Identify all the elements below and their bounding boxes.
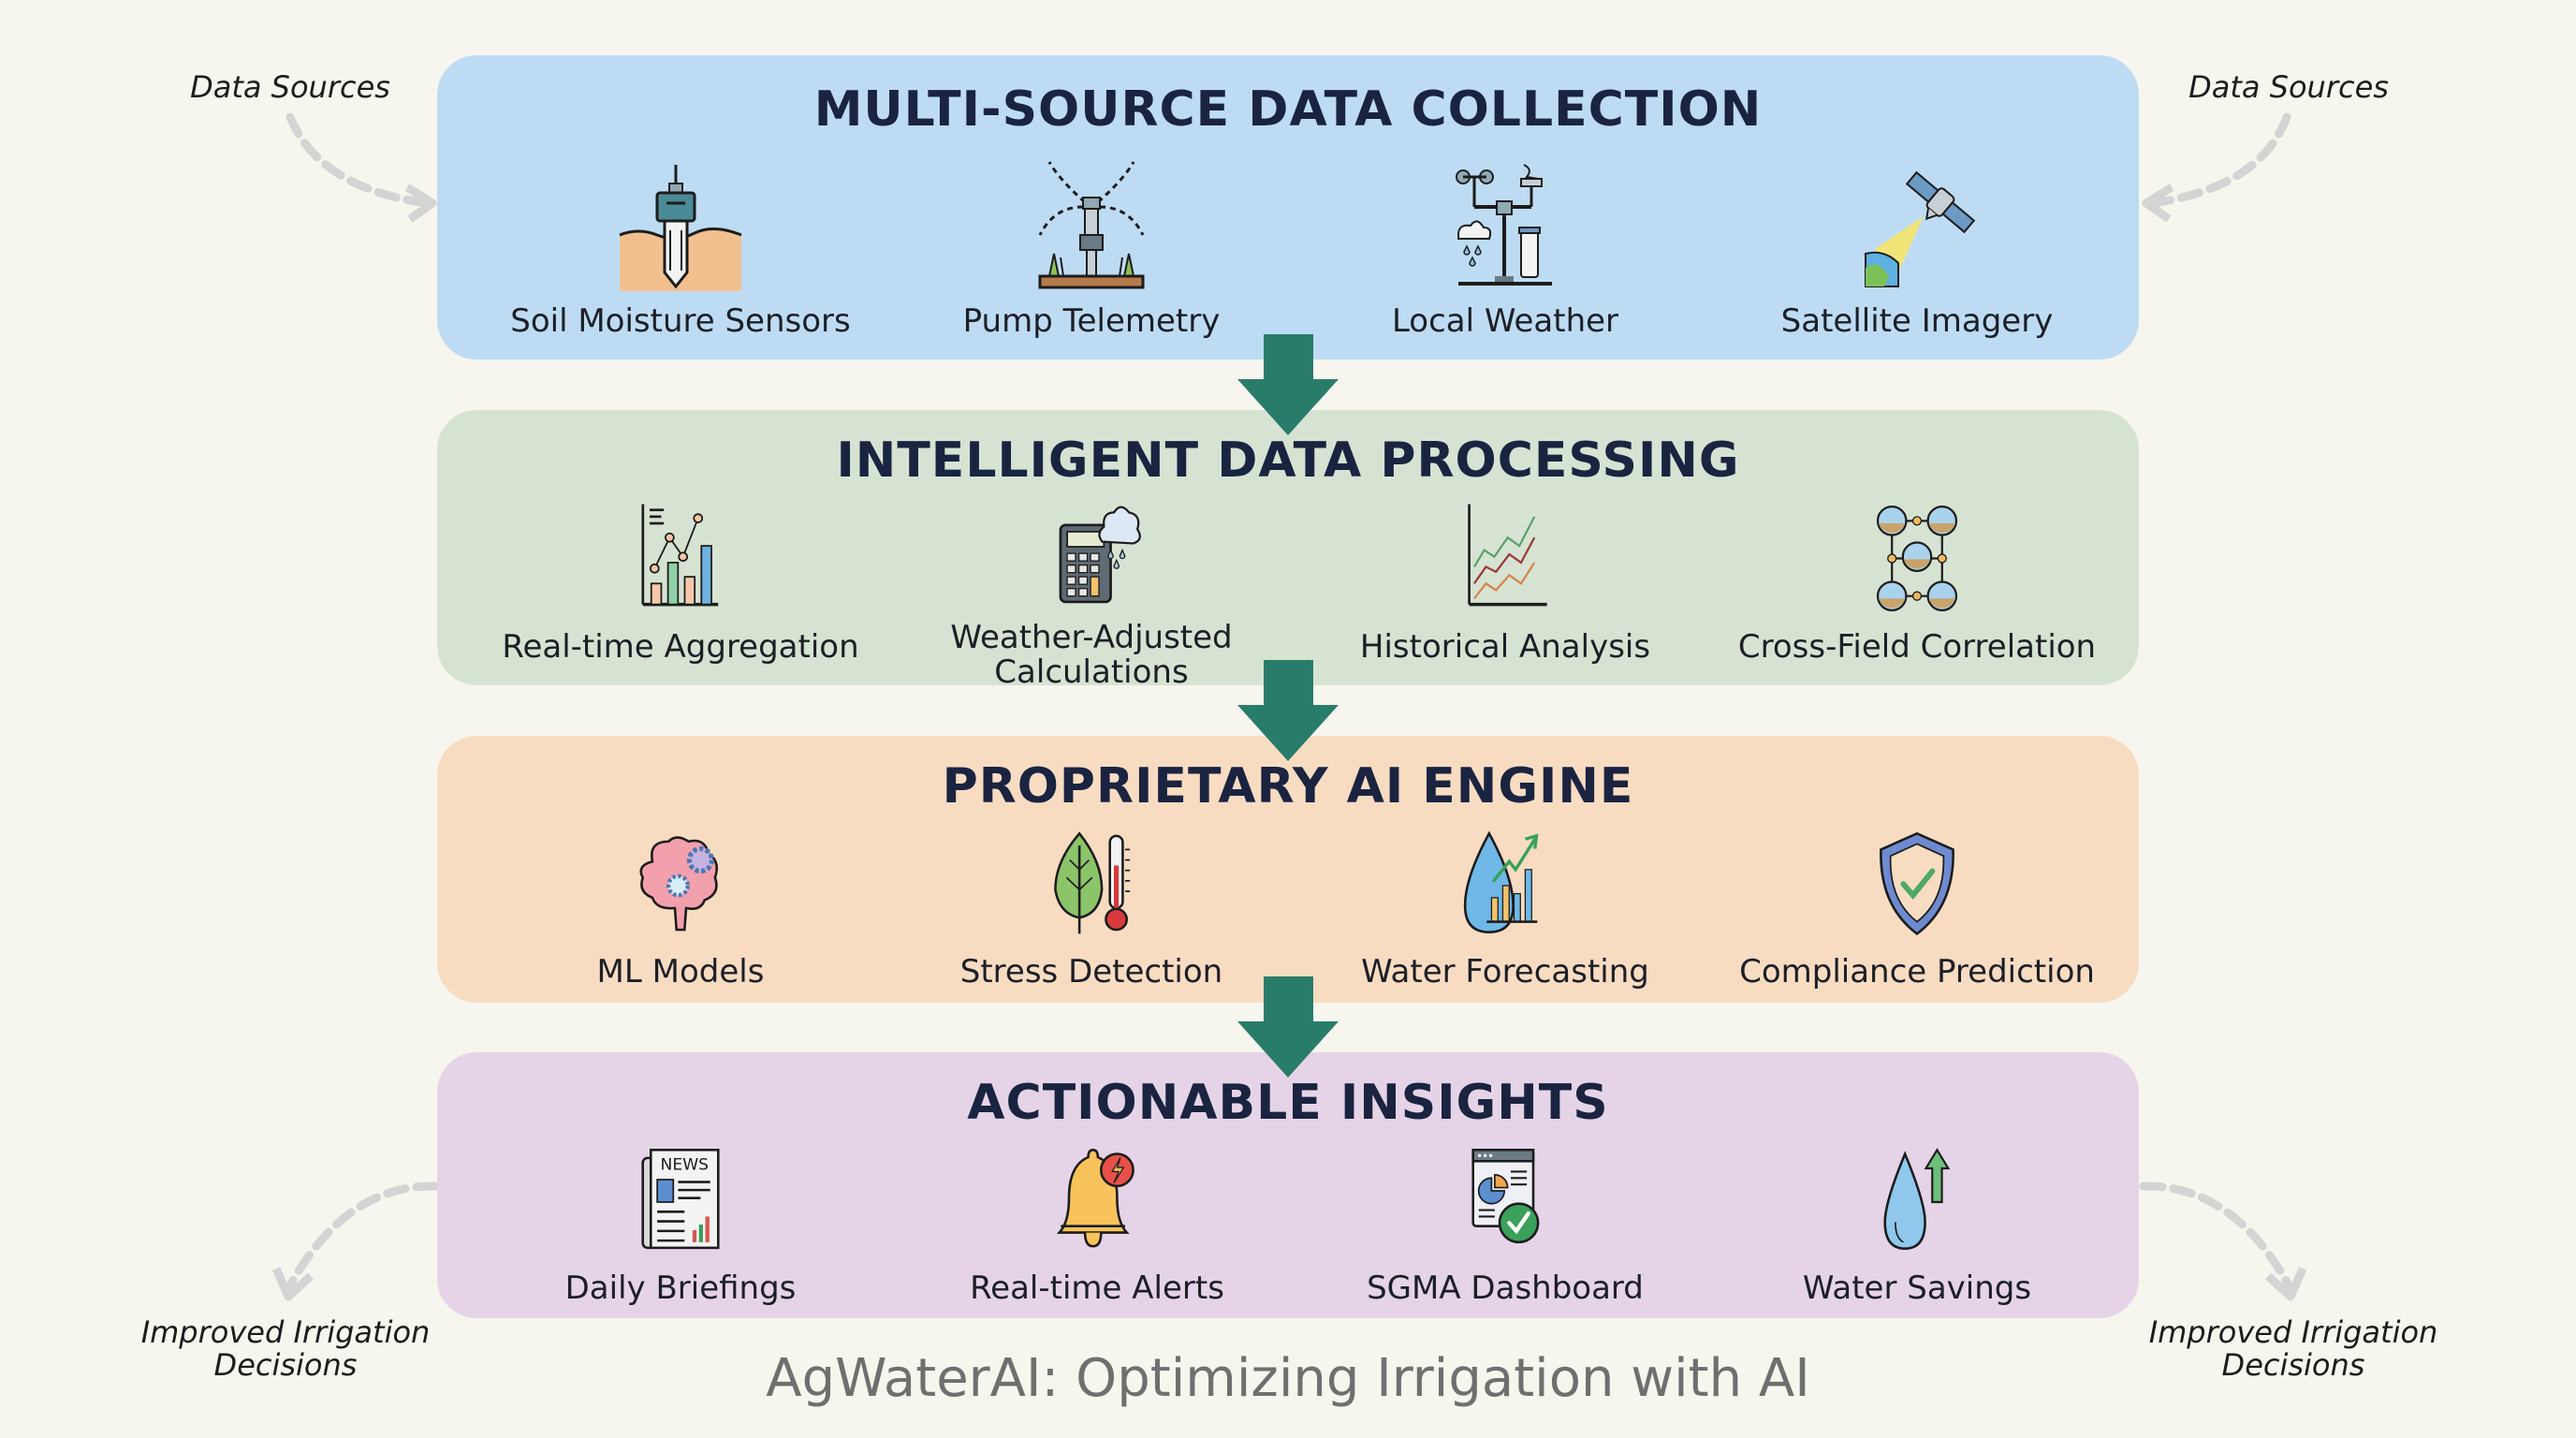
- improved-decisions-label-right: Improved Irrigation Decisions: [2148, 1314, 2438, 1384]
- item-historical-analysis: Historical Analysis: [1299, 500, 1711, 665]
- item-pump-telemetry: Pump Telemetry: [886, 160, 1297, 339]
- stage-title: MULTI-SOURCE DATA COLLECTION: [813, 81, 1763, 138]
- item-ml-models: ML Models: [475, 829, 886, 990]
- item-real-time-aggregation: Real-time Aggregation: [475, 500, 886, 665]
- flow-arrow-3: [1237, 976, 1339, 1078]
- item-sgma-dashboard: SGMA Dashboard: [1299, 1146, 1711, 1306]
- item-label: Local Weather: [1391, 302, 1619, 340]
- item-compliance-prediction: Compliance Prediction: [1711, 829, 2123, 990]
- item-label: Compliance Prediction: [1739, 953, 2095, 990]
- data-sources-label-left: Data Sources: [190, 69, 390, 105]
- bar-line-chart-icon: [641, 504, 719, 607]
- stage-title: PROPRIETARY AI ENGINE: [942, 758, 1634, 814]
- stage-data-collection: MULTI-SOURCE DATA COLLECTION Soil Moistu…: [437, 55, 2139, 360]
- data-sources-label-right: Data Sources: [2188, 69, 2389, 105]
- satellite-icon: [1865, 170, 1976, 287]
- stage-data-processing: INTELLIGENT DATA PROCESSING Real-time Ag…: [437, 410, 2139, 689]
- calculator-cloud-icon: [1059, 506, 1141, 604]
- item-label: Water Savings: [1802, 1269, 2032, 1307]
- item-real-time-alerts: Real-time Alerts: [891, 1146, 1303, 1306]
- item-water-savings: Water Savings: [1711, 1146, 2123, 1306]
- stage-title: ACTIONABLE INSIGHTS: [967, 1075, 1609, 1131]
- shield-check-icon: [1880, 831, 1954, 936]
- item-stress-detection: Stress Detection: [886, 829, 1297, 990]
- water-drop-up-icon: [1883, 1148, 1951, 1251]
- item-cross-field-correlation: Cross-Field Correlation: [1711, 500, 2123, 665]
- dashed-arrow-right-in: [2142, 112, 2291, 223]
- item-label: Water Forecasting: [1361, 953, 1649, 990]
- soil-sensor-icon: [619, 165, 742, 291]
- sprinkler-icon: [1038, 161, 1145, 289]
- item-label: ML Models: [596, 953, 765, 990]
- item-label: Real-time Alerts: [970, 1269, 1224, 1307]
- item-water-forecasting: Water Forecasting: [1299, 829, 1711, 990]
- improved-decisions-label-left: Improved Irrigation Decisions: [140, 1314, 431, 1384]
- item-label: Satellite Imagery: [1780, 302, 2054, 340]
- stage-actionable-insights: ACTIONABLE INSIGHTS NEWS Daily Briefings…: [437, 1052, 2139, 1318]
- item-label: Historical Analysis: [1359, 628, 1651, 666]
- brain-gears-icon: [639, 836, 718, 932]
- item-label: Cross-Field Correlation: [1737, 628, 2097, 666]
- item-label: SGMA Dashboard: [1367, 1269, 1644, 1307]
- item-label: Stress Detection: [959, 953, 1223, 990]
- stage-ai-engine: PROPRIETARY AI ENGINE ML Models Stress D…: [437, 736, 2139, 1003]
- multi-line-chart-icon: [1468, 504, 1547, 607]
- page-title: AgWaterAI: Optimizing Irrigation with AI: [766, 1348, 1810, 1409]
- newspaper-icon: NEWS: [641, 1149, 720, 1250]
- item-daily-briefings: NEWS Daily Briefings: [475, 1146, 886, 1306]
- flow-arrow-2: [1237, 660, 1339, 761]
- dashed-arrow-left-out: [271, 1181, 440, 1301]
- dashed-arrow-right-out: [2139, 1181, 2307, 1301]
- item-label: Pump Telemetry: [962, 302, 1221, 340]
- item-label: Daily Briefings: [564, 1269, 797, 1307]
- water-drop-chart-icon: [1463, 830, 1539, 934]
- alert-bell-icon: [1056, 1148, 1134, 1248]
- item-label: Soil Moisture Sensors: [510, 302, 851, 340]
- news-text: NEWS: [661, 1156, 709, 1175]
- item-label: Real-time Aggregation: [502, 628, 859, 666]
- item-satellite-imagery: Satellite Imagery: [1711, 160, 2123, 339]
- dashboard-check-icon: [1471, 1149, 1540, 1244]
- dashed-arrow-left-in: [285, 112, 437, 223]
- flow-arrow-1: [1237, 334, 1339, 435]
- weather-station-icon: [1456, 164, 1552, 286]
- item-weather-adjusted-calculations: Weather-Adjusted Calculations: [886, 500, 1297, 689]
- stage-title: INTELLIGENT DATA PROCESSING: [836, 433, 1740, 489]
- item-label: Weather-Adjusted Calculations: [950, 619, 1233, 691]
- field-network-icon: [1876, 506, 1958, 611]
- item-soil-moisture-sensors: Soil Moisture Sensors: [475, 160, 886, 339]
- item-local-weather: Local Weather: [1299, 160, 1711, 339]
- leaf-thermometer-icon: [1054, 831, 1131, 934]
